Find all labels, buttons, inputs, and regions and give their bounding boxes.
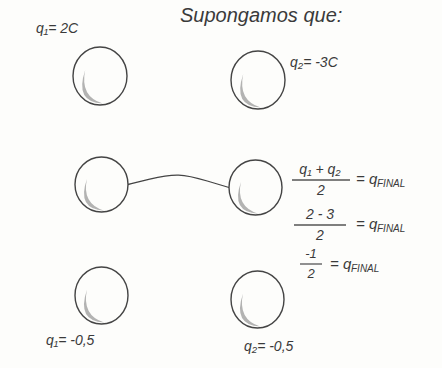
shading xyxy=(238,182,258,214)
formula-text: = q xyxy=(356,170,377,187)
charge-sphere: q₂= -0,5 xyxy=(230,270,285,329)
formula-text: q₁ + q₂ xyxy=(299,161,340,177)
charge-label: q₁= 2C xyxy=(36,20,78,36)
formula-text: FINAL xyxy=(377,178,405,189)
shading xyxy=(82,70,103,103)
formula-text: 2 - 3 xyxy=(306,206,334,222)
formula-text: -1 xyxy=(305,246,317,261)
circle-outline xyxy=(73,47,127,105)
wire xyxy=(128,175,229,187)
formula-text: = q xyxy=(330,255,351,272)
circle-outline xyxy=(231,271,284,328)
sphere-outline xyxy=(230,270,285,329)
fraction-bar xyxy=(292,179,350,180)
charge-sphere: q₂= -3C xyxy=(230,50,286,110)
sphere-outline xyxy=(74,156,129,213)
formula-text: 2 xyxy=(307,266,314,281)
shading xyxy=(84,179,104,211)
circle-outline xyxy=(75,157,128,212)
charge-sphere xyxy=(228,159,283,216)
shading xyxy=(84,290,104,323)
shading xyxy=(240,294,260,327)
charge-sphere: q₁= -0,5 xyxy=(74,266,129,325)
circle-outline xyxy=(75,267,128,324)
title: Supongamos que: xyxy=(180,4,342,27)
formula-text: FINAL xyxy=(377,223,405,234)
sphere-outline xyxy=(74,266,129,325)
formula-text: FINAL xyxy=(351,263,379,274)
fraction-bar xyxy=(300,263,322,264)
sphere-outline xyxy=(230,50,286,110)
charge-sphere: q₁= 2C xyxy=(72,46,128,106)
shading xyxy=(240,74,261,107)
formula-text: 2 xyxy=(317,182,325,198)
charge-label: q₁= -0,5 xyxy=(46,332,94,348)
circle-outline xyxy=(231,51,285,109)
fraction-bar xyxy=(294,224,346,225)
charge-label: q₂= -0,5 xyxy=(244,338,293,354)
sphere-outline xyxy=(228,159,283,216)
charge-label: q₂= -3C xyxy=(290,54,338,70)
formula-text: 2 xyxy=(316,227,324,243)
formula-text: = q xyxy=(356,215,377,232)
sphere-outline xyxy=(72,46,128,106)
circle-outline xyxy=(229,160,282,215)
charge-sphere xyxy=(74,156,129,213)
